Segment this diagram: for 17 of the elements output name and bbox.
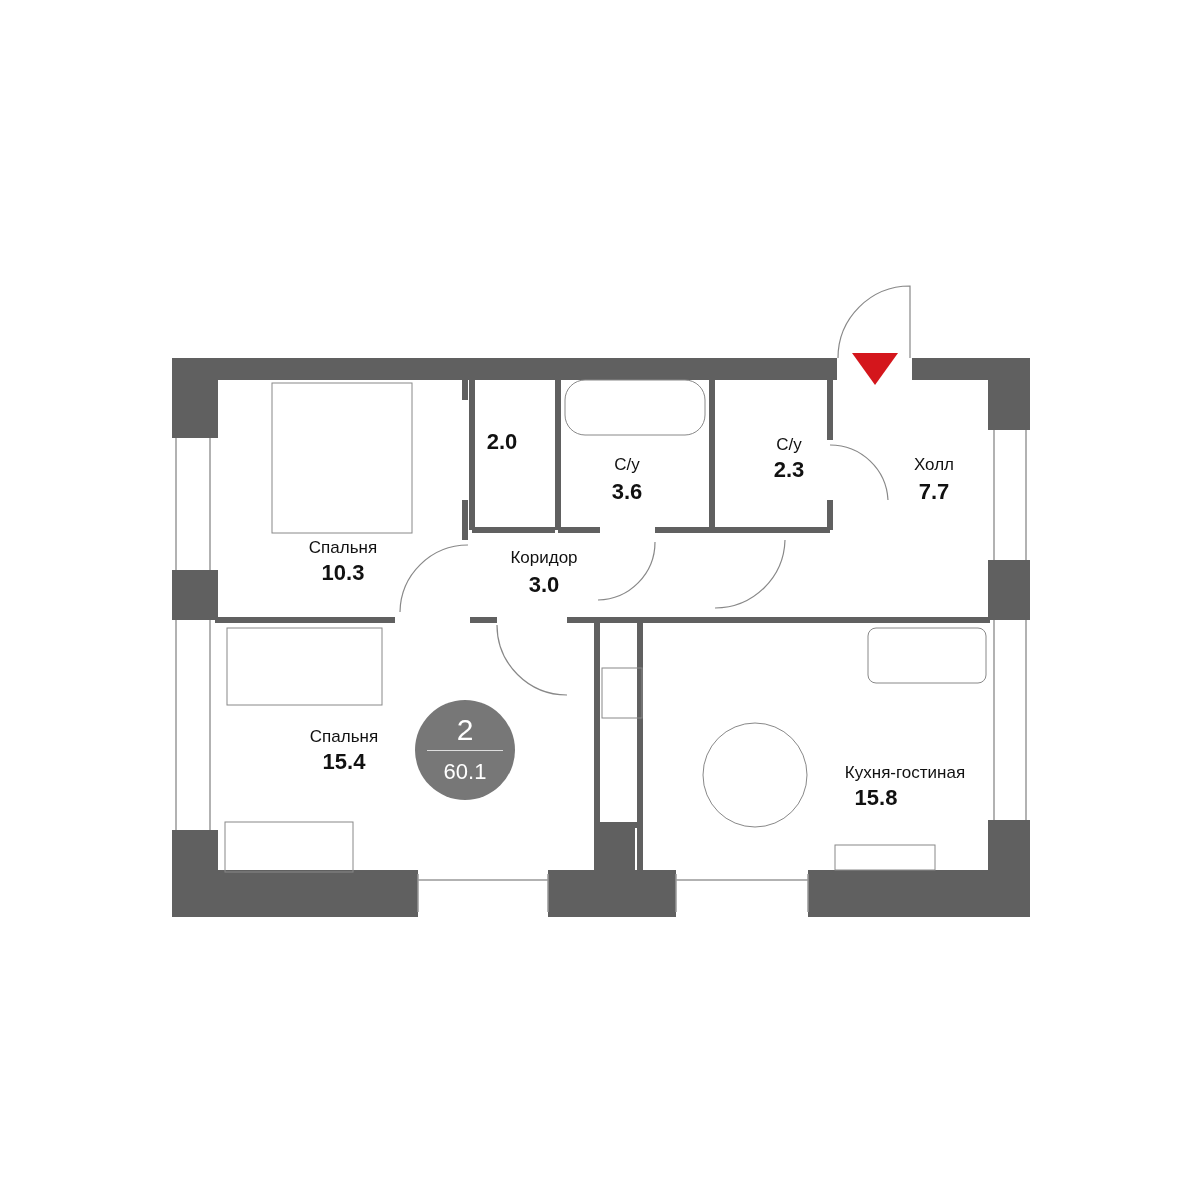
room-name: Коридор — [510, 548, 578, 568]
room-name: С/у — [614, 455, 640, 475]
room-name: С/у — [776, 435, 802, 455]
room-name: Кухня-гостиная — [844, 763, 966, 783]
room-name: Холл — [913, 455, 955, 475]
room-name: Спальня — [309, 727, 379, 747]
area-value: 3.6 — [611, 479, 643, 505]
area-value: 15.8 — [854, 785, 898, 811]
area-value: 2.0 — [486, 429, 518, 455]
area-value: 15.4 — [322, 749, 366, 775]
room-name: Спальня — [308, 538, 378, 558]
area-value: 10.3 — [321, 560, 365, 586]
area-value: 7.7 — [918, 479, 950, 505]
area-value: 3.0 — [528, 572, 560, 598]
room-count: 2 — [456, 713, 474, 747]
total-area: 60.1 — [443, 759, 487, 785]
area-value: 2.3 — [773, 457, 805, 483]
